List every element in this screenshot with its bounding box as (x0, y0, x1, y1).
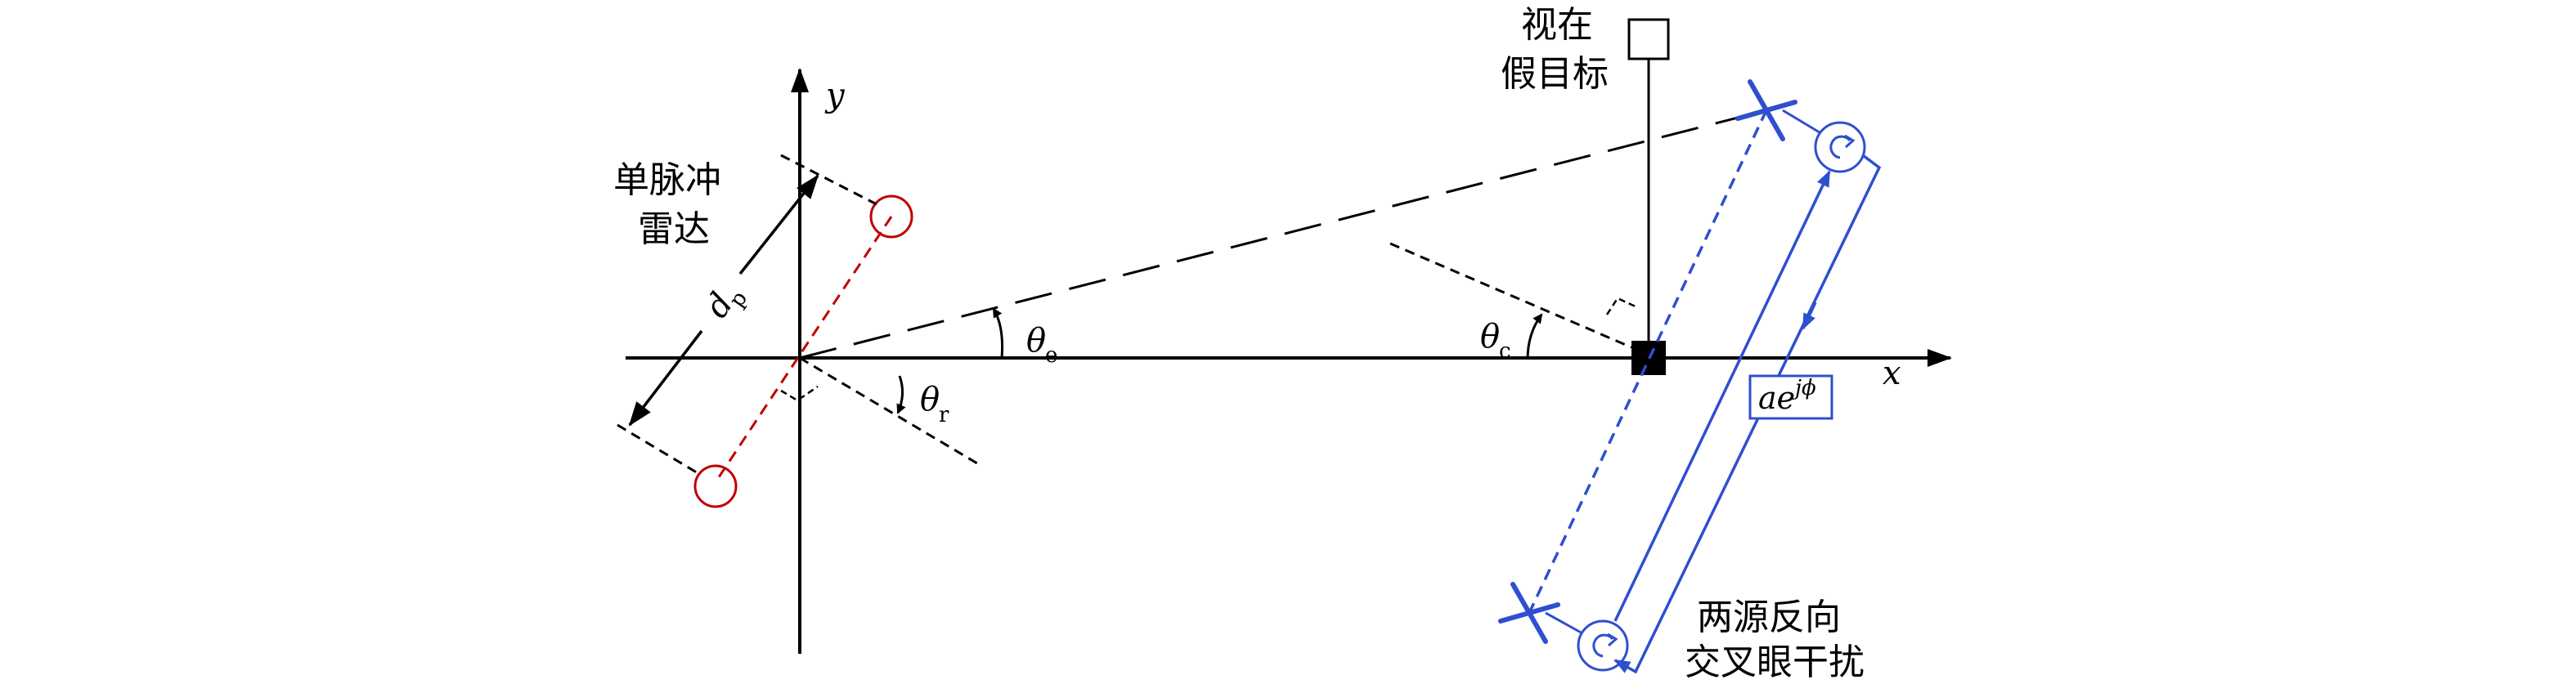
theta-e-arc (992, 307, 1003, 359)
svg-text:ae: ae (1758, 380, 1795, 416)
radar-end-tick-top (780, 154, 877, 206)
y-axis-label: y (824, 77, 846, 114)
svg-text:e: e (1045, 343, 1057, 368)
dp-label: d p (698, 286, 752, 324)
circulator-bottom (1545, 611, 1629, 672)
false-target-label-line1: 视在 (1521, 4, 1593, 46)
svg-text:r: r (939, 403, 949, 427)
radar-antenna-top (869, 194, 913, 239)
svg-text:θ: θ (1480, 318, 1500, 355)
jammer-label-line1: 两源反向 (1697, 597, 1841, 638)
right-angle-marker-origin (780, 385, 819, 402)
gain-phase-box (1748, 374, 1833, 420)
false-target-label-line2: 假目标 (1501, 53, 1609, 95)
radar-antenna-bottom (693, 464, 738, 508)
radar-boresight-line (799, 356, 982, 467)
x-axis-label: x (1883, 355, 1901, 392)
radar-baseline (714, 216, 893, 483)
theta-r-arc (896, 375, 906, 414)
theta-c-arc (1526, 313, 1543, 360)
svg-text:θ: θ (1026, 322, 1046, 360)
svg-text:c: c (1499, 339, 1511, 364)
retransmit-path-up (1613, 170, 1831, 622)
right-angle-marker-target (1605, 297, 1638, 315)
radar-label-line2: 雷达 (638, 208, 710, 250)
theta-r-label: θ r (920, 381, 949, 427)
theta-e-label: θ e (1026, 322, 1057, 368)
retransmit-arrowhead-mid (1802, 302, 1817, 330)
line-of-sight-to-jammer (799, 109, 1767, 360)
jammer-antenna-bottom (1498, 582, 1560, 644)
perpendicular-to-false-target (1389, 242, 1632, 349)
jammer-label-line2: 交叉眼干扰 (1685, 642, 1865, 683)
radar-end-tick-bottom (617, 423, 700, 476)
svg-text:jϕ: jϕ (1791, 376, 1816, 400)
retransmit-path-down (1613, 154, 1882, 674)
gain-phase-label: ae jϕ (1758, 376, 1816, 416)
dp-dimension-arrow-up (738, 174, 819, 275)
circulator-top (1782, 109, 1866, 173)
svg-text:θ: θ (920, 381, 940, 418)
theta-c-label: θ c (1480, 318, 1511, 364)
jammer-antenna-top (1735, 79, 1797, 141)
false-target-label-box (1627, 18, 1670, 60)
dp-dimension-arrow-down (628, 329, 703, 427)
radar-label-line1: 单脉冲 (613, 159, 721, 201)
